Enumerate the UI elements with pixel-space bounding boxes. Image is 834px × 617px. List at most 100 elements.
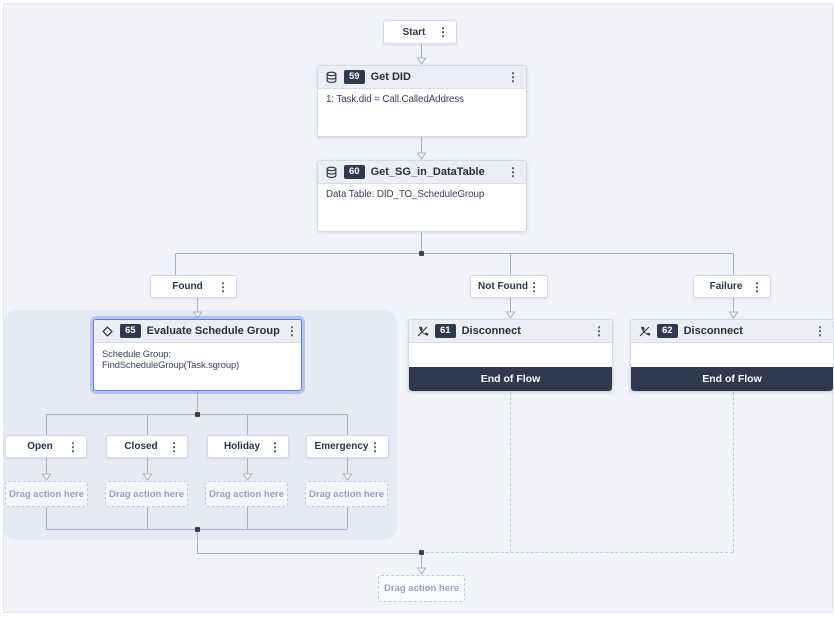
connector-line [197, 553, 421, 554]
drop-placeholder-open[interactable]: Drag action here [5, 481, 88, 507]
node-get-sg-in-datatable[interactable]: 60 Get_SG_in_DataTable ⋮ Data Table: DID… [317, 160, 527, 232]
connector-line-dashed [421, 552, 733, 553]
node-body-empty [409, 343, 612, 367]
node-id-badge: 61 [435, 324, 456, 338]
kebab-menu-icon[interactable]: ⋮ [751, 279, 763, 294]
phone-slash-icon [638, 325, 651, 338]
branch-label-found[interactable]: Found ⋮ [150, 275, 237, 298]
kebab-menu-icon[interactable]: ⋮ [67, 439, 79, 454]
arrowhead-icon [242, 473, 253, 481]
branch-label-text: Not Found [478, 281, 528, 292]
connector-line [46, 414, 47, 435]
kebab-menu-icon[interactable]: ⋮ [285, 324, 298, 338]
arrowhead-icon [505, 311, 516, 319]
connector-line [247, 458, 248, 474]
connector-line [347, 458, 348, 474]
branch-label-open[interactable]: Open ⋮ [5, 435, 87, 458]
branch-label-text: Closed [124, 441, 158, 452]
phone-slash-icon [416, 325, 429, 338]
branch-label-holiday[interactable]: Holiday ⋮ [207, 435, 289, 458]
connector-line-dashed [510, 392, 511, 552]
connector-line [46, 507, 47, 529]
node-get-did-header: 59 Get DID ⋮ [318, 66, 526, 89]
kebab-menu-icon[interactable]: ⋮ [168, 439, 180, 454]
connector-line [247, 414, 248, 435]
connector-line [175, 253, 733, 254]
connector-line [247, 507, 248, 529]
branch-label-emergency[interactable]: Emergency ⋮ [306, 435, 389, 458]
diamond-icon [101, 325, 114, 338]
node-title: Disconnect [683, 325, 743, 337]
node-id-badge: 62 [657, 324, 678, 338]
kebab-menu-icon[interactable]: ⋮ [507, 165, 519, 179]
arrowhead-icon [728, 311, 739, 319]
junction-dot [195, 412, 200, 417]
node-get-sg-header: 60 Get_SG_in_DataTable ⋮ [318, 161, 526, 184]
node-evaluate-schedule-group[interactable]: 65 Evaluate Schedule Group ⋮ Schedule Gr… [93, 319, 302, 391]
arrowhead-icon [342, 473, 353, 481]
node-title: Get_SG_in_DataTable [370, 166, 485, 178]
connector-line [147, 414, 148, 435]
connector-line [46, 458, 47, 474]
connector-line [147, 458, 148, 474]
branch-label-text: Open [27, 441, 53, 452]
branch-label-text: Found [172, 281, 203, 292]
branch-label-text: Failure [709, 281, 743, 292]
arrowhead-icon [416, 152, 427, 160]
connector-line [510, 253, 511, 275]
end-of-flow-badge: End of Flow [631, 367, 833, 391]
node-title: Evaluate Schedule Group [146, 325, 280, 337]
drop-placeholder-closed[interactable]: Drag action here [105, 481, 188, 507]
connector-line [733, 298, 734, 312]
node-id-badge: 65 [120, 324, 141, 338]
connector-line [197, 529, 198, 553]
connector-line [421, 232, 422, 253]
kebab-menu-icon[interactable]: ⋮ [528, 279, 540, 294]
connector-line [347, 414, 348, 435]
drop-placeholder-holiday[interactable]: Drag action here [205, 481, 288, 507]
connector-line [197, 391, 198, 414]
node-body-text: Data Table: DID_TO_ScheduleGroup [326, 189, 485, 200]
database-icon [325, 166, 338, 179]
connector-line [733, 253, 734, 275]
kebab-menu-icon[interactable]: ⋮ [437, 25, 449, 39]
database-icon [325, 71, 338, 84]
kebab-menu-icon[interactable]: ⋮ [507, 70, 519, 84]
branch-label-text: Emergency [314, 441, 369, 452]
end-of-flow-badge: End of Flow [409, 367, 612, 391]
connector-line [197, 298, 198, 312]
connector-line [347, 507, 348, 529]
connector-line [421, 44, 422, 58]
arrowhead-icon [416, 567, 427, 575]
node-disconnect-61[interactable]: 61 Disconnect ⋮ End of Flow [408, 319, 613, 392]
node-id-badge: 60 [344, 165, 365, 179]
node-disconnect-62[interactable]: 62 Disconnect ⋮ End of Flow [630, 319, 834, 392]
kebab-menu-icon[interactable]: ⋮ [269, 439, 281, 454]
kebab-menu-icon[interactable]: ⋮ [814, 324, 826, 338]
drop-placeholder-emergency[interactable]: Drag action here [305, 481, 388, 507]
connector-line-dashed [733, 392, 734, 552]
junction-dot [419, 550, 424, 555]
node-title: Get DID [370, 71, 411, 83]
branch-label-closed[interactable]: Closed ⋮ [106, 435, 188, 458]
connector-line [175, 253, 176, 275]
arrowhead-icon [142, 473, 153, 481]
node-start[interactable]: Start ⋮ [383, 20, 457, 44]
connector-line [147, 507, 148, 529]
kebab-menu-icon[interactable]: ⋮ [369, 439, 381, 454]
connector-line [421, 553, 422, 568]
node-id-badge: 59 [344, 70, 365, 84]
node-start-label: Start [402, 26, 426, 38]
branch-label-failure[interactable]: Failure ⋮ [693, 275, 771, 298]
arrowhead-icon [416, 57, 427, 65]
branch-label-not-found[interactable]: Not Found ⋮ [470, 275, 548, 298]
junction-dot [419, 251, 424, 256]
node-get-did[interactable]: 59 Get DID ⋮ 1: Task.did = Call.CalledAd… [317, 65, 527, 137]
arrowhead-icon [41, 473, 52, 481]
connector-line [421, 137, 422, 153]
kebab-menu-icon[interactable]: ⋮ [593, 324, 605, 338]
kebab-menu-icon[interactable]: ⋮ [217, 279, 229, 294]
drop-placeholder-merge[interactable]: Drag action here [378, 575, 465, 602]
arrowhead-icon [192, 311, 203, 319]
